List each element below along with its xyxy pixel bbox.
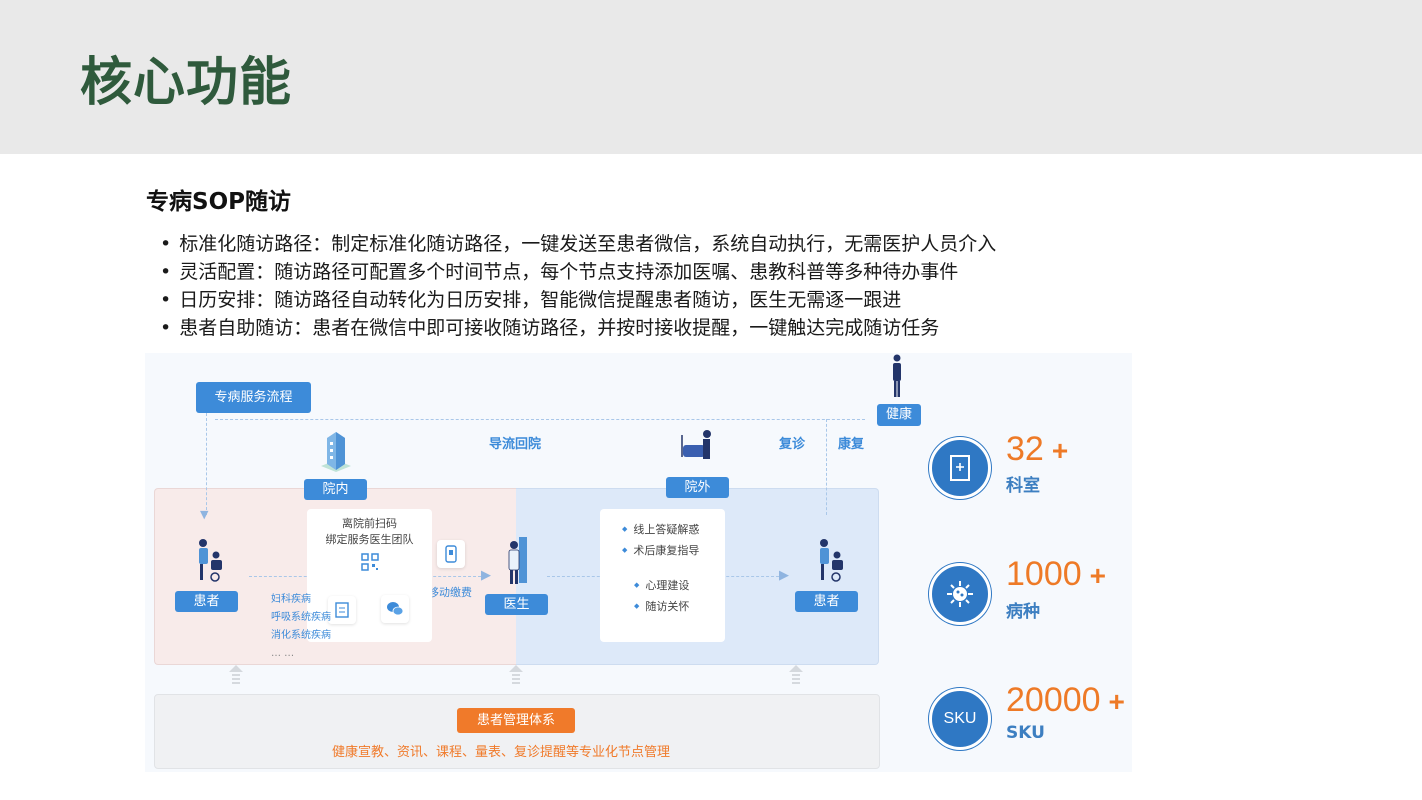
patient-icon	[820, 539, 843, 582]
feature-item: 日历安排：随访路径自动转化为日历安排，智能微信提醒患者随访，医生无需逐一跟进	[160, 286, 996, 314]
arrow-up-icon	[229, 665, 243, 684]
feature-item: 标准化随访路径：制定标准化随访路径，一键发送至患者微信，系统自动执行，无需医护人…	[160, 230, 996, 258]
sku-icon: SKU	[929, 688, 991, 750]
disease-item: 呼吸系统疾病	[271, 612, 331, 623]
service-flow-diagram: ▶ ▶ ▼ 专病服务流程 健康 院内 院外 患者 医生 患者 患者管理体系 导流…	[145, 353, 1132, 772]
stat-plus: +	[1108, 686, 1125, 717]
flow-down-line	[206, 413, 207, 515]
return-label: 导流回院	[489, 437, 542, 452]
disease-item: 消化系统疾病	[271, 630, 331, 641]
doctor-icon	[508, 537, 527, 584]
disease-list: 妇科疾病 呼吸系统疾病 消化系统疾病 … …	[271, 591, 331, 663]
door-icon	[950, 455, 970, 481]
service-item: 心理建设	[634, 575, 725, 596]
services-list: 线上答疑解惑 术后康复指导	[622, 519, 725, 561]
services-list: 心理建设 随访关怀	[634, 575, 725, 617]
qr-code-icon	[307, 553, 432, 571]
hospital-building-icon	[321, 432, 351, 472]
return-flow-line	[215, 419, 865, 420]
disease-item: … …	[271, 648, 295, 659]
stat-icon-circle	[929, 437, 991, 499]
section-title: 专病SOP随访	[146, 189, 291, 215]
feature-item: 灵活配置：随访路径可配置多个时间节点，每个节点支持添加医嘱、患教科普等多种待办事…	[160, 258, 996, 286]
revisit-label: 复诊	[779, 437, 806, 452]
health-tag: 健康	[877, 404, 921, 426]
scan-card: 离院前扫码 绑定服务医生团队	[307, 509, 432, 642]
flow-tag: 专病服务流程	[196, 382, 311, 413]
arrow-up-icon	[509, 665, 523, 684]
wechat-icon	[381, 595, 409, 623]
stat-number: 1000+	[1006, 555, 1106, 594]
healthy-person-icon	[893, 354, 901, 397]
patient-icon	[199, 539, 222, 582]
patient-tag: 患者	[795, 591, 858, 612]
mobile-pay-label: 移动缴费	[428, 586, 472, 599]
recovery-line	[826, 419, 827, 515]
in-hospital-tag: 院内	[304, 479, 367, 500]
out-hospital-tag: 院外	[666, 477, 729, 498]
stat-value: 20000	[1006, 681, 1101, 719]
services-card: 线上答疑解惑 术后康复指导 心理建设 随访关怀	[600, 509, 725, 642]
feature-list: 标准化随访路径：制定标准化随访路径，一键发送至患者微信，系统自动执行，无需医护人…	[160, 230, 996, 342]
home-visit-icon	[681, 430, 711, 459]
service-item: 术后康复指导	[622, 540, 725, 561]
stat-plus: +	[1089, 560, 1106, 591]
patient-tag: 患者	[175, 591, 238, 612]
header-bar: 核心功能	[0, 0, 1422, 154]
stat-plus: +	[1051, 435, 1069, 466]
stat-label: 科室	[1006, 476, 1040, 496]
arrow-down-icon: ▼	[200, 508, 209, 521]
arrow-right-icon: ▶	[481, 568, 491, 583]
scan-line: 离院前扫码	[342, 517, 397, 530]
scan-line: 绑定服务医生团队	[325, 533, 414, 546]
arrow-up-icon	[789, 665, 803, 684]
stat-label: SKU	[1006, 723, 1045, 743]
arrow-right-icon: ▶	[779, 568, 789, 583]
doctor-tag: 医生	[485, 594, 548, 615]
disease-item: 妇科疾病	[271, 594, 311, 605]
virus-icon	[947, 581, 973, 607]
feature-item: 患者自助随访：患者在微信中即可接收随访路径，并按时接收提醒，一键触达完成随访任务	[160, 314, 996, 342]
stat-number: 20000+	[1006, 681, 1125, 720]
stat-value: 32	[1006, 430, 1044, 468]
service-item: 线上答疑解惑	[622, 519, 725, 540]
system-description: 健康宣教、资讯、课程、量表、复诊提醒等专业化节点管理	[332, 745, 671, 760]
stat-number: 32+	[1006, 430, 1068, 469]
page-title: 核心功能	[80, 53, 293, 113]
service-item: 随访关怀	[634, 596, 725, 617]
report-icon	[328, 596, 356, 624]
stat-icon-circle	[929, 563, 991, 625]
system-tag: 患者管理体系	[457, 708, 575, 733]
recovery-label: 康复	[838, 437, 865, 452]
mobile-phone-icon	[437, 540, 465, 568]
stat-value: 1000	[1006, 555, 1082, 593]
stat-label: 病种	[1006, 602, 1040, 622]
